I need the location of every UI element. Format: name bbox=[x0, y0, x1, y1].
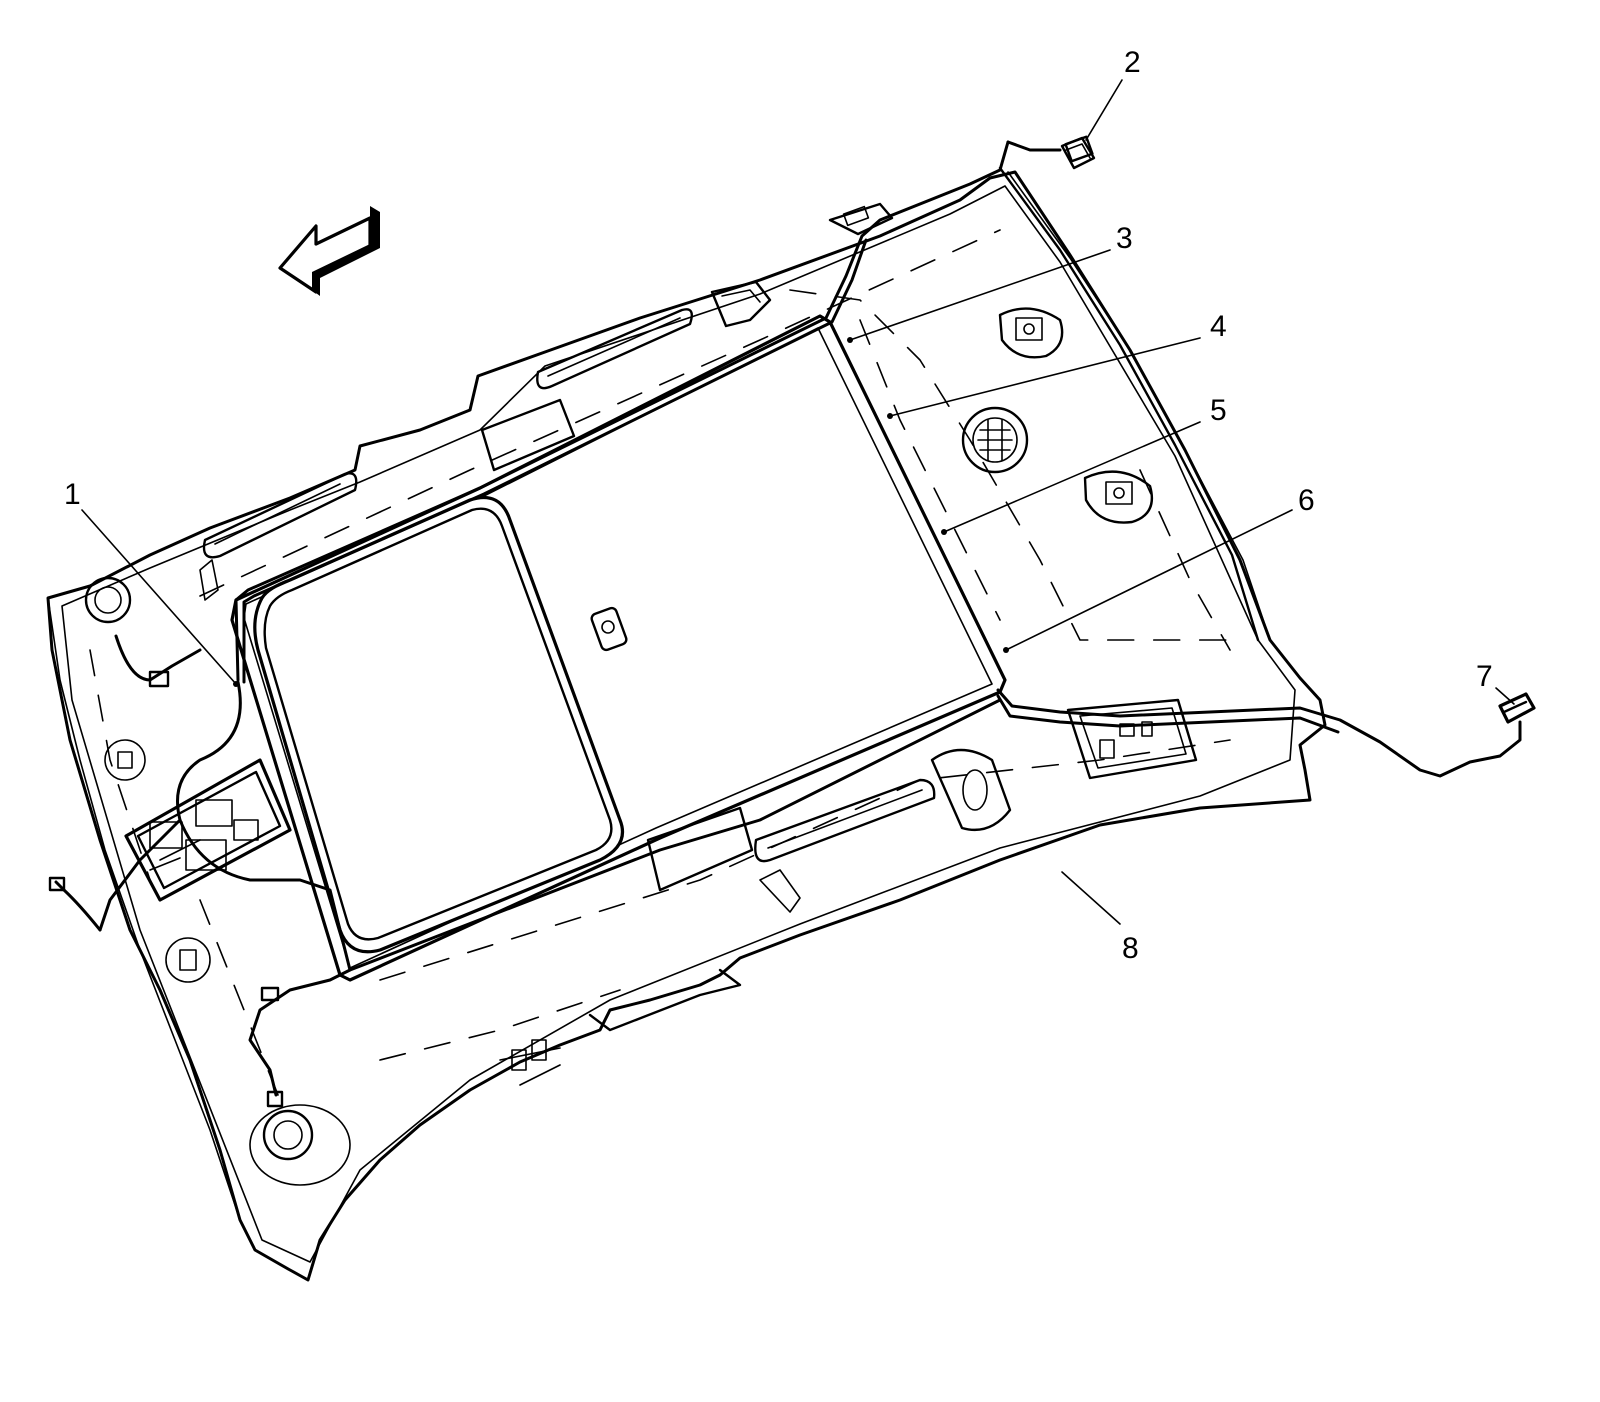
callout-6: 6 bbox=[1298, 484, 1315, 517]
headliner-inner-edge bbox=[61, 185, 1296, 1263]
upper-handle-bracket bbox=[480, 398, 576, 472]
callout-8: 8 bbox=[1122, 932, 1139, 965]
headliner-right-rail bbox=[998, 166, 1260, 642]
leader-5 bbox=[943, 421, 1201, 533]
callout-leaders bbox=[81, 79, 1515, 925]
rear-overhead-module bbox=[1066, 698, 1198, 780]
callout-labels: 1 2 3 4 5 6 7 8 bbox=[64, 46, 1493, 965]
module-connector-2 bbox=[1060, 136, 1096, 170]
speaker-lower-left bbox=[249, 1104, 351, 1186]
retainer-clip-upper-right bbox=[998, 307, 1064, 359]
callout-1: 1 bbox=[64, 478, 81, 511]
leader-1 bbox=[81, 509, 237, 685]
callout-5: 5 bbox=[1210, 394, 1227, 427]
lower-handle-bracket bbox=[646, 806, 754, 892]
retainer-clip-left-upper bbox=[104, 739, 146, 781]
callout-4: 4 bbox=[1210, 310, 1227, 343]
harness-lower-run bbox=[348, 698, 1002, 972]
retainer-clip-left-lower bbox=[165, 937, 211, 983]
leader-6 bbox=[1005, 509, 1293, 651]
module-connector-7 bbox=[1498, 692, 1536, 724]
panel-reference-lines bbox=[199, 229, 1001, 597]
leader-7 bbox=[1495, 687, 1515, 705]
speaker-upper-left bbox=[84, 576, 132, 624]
forward-arrow-icon bbox=[278, 206, 380, 296]
callout-3: 3 bbox=[1116, 222, 1133, 255]
assist-handle-lower-center bbox=[754, 778, 936, 913]
sun-visor-clip-upper-left bbox=[199, 472, 358, 601]
harness-left-branch bbox=[98, 680, 242, 932]
leader-3 bbox=[849, 249, 1111, 341]
callout-2: 2 bbox=[1124, 46, 1141, 79]
overhead-console bbox=[124, 758, 292, 902]
assist-handle-upper-center bbox=[536, 308, 693, 390]
coat-hook-upper bbox=[710, 280, 772, 328]
roof-mount-upper-rear bbox=[828, 202, 894, 236]
harness-rear-branch bbox=[996, 688, 1522, 778]
dome-light bbox=[590, 606, 628, 652]
speaker-grille-center bbox=[961, 406, 1029, 474]
callout-7: 7 bbox=[1476, 660, 1493, 693]
harness-main-trunk bbox=[234, 140, 1010, 682]
headliner-wiring-harness bbox=[48, 135, 1522, 1108]
leader-4 bbox=[889, 337, 1201, 417]
leader-2 bbox=[1085, 79, 1123, 141]
coat-hook-lower bbox=[930, 748, 1012, 832]
headliner-outline bbox=[46, 170, 1327, 1282]
retainer-clip-right-middle bbox=[1083, 470, 1154, 524]
leader-8 bbox=[1061, 871, 1121, 925]
